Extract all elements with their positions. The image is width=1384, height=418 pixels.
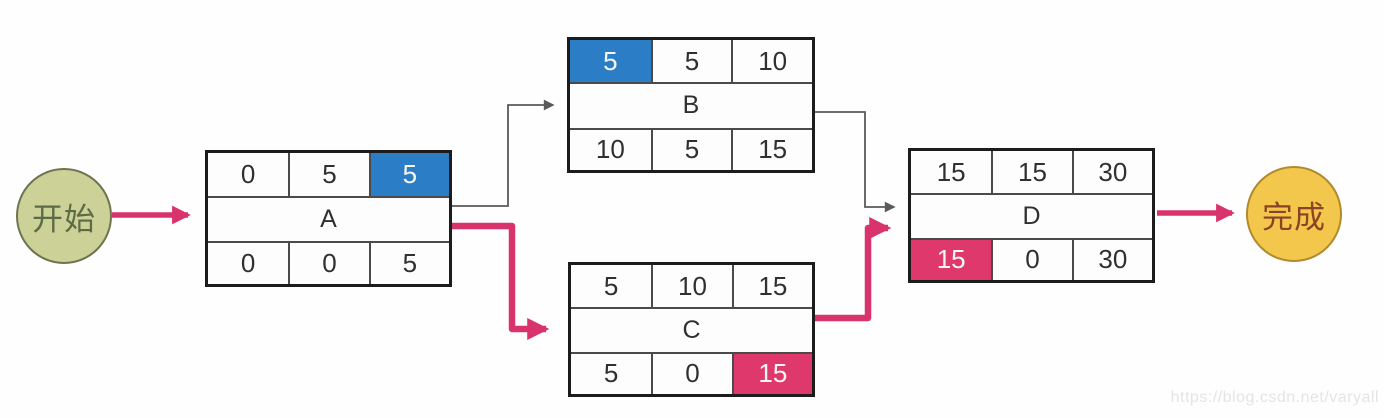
slack-cell: 0 <box>288 243 368 284</box>
early-start-cell: 0 <box>240 158 256 189</box>
late-start-cell: 5 <box>603 358 619 389</box>
activity-node-d: 15 15 30 D 15 0 30 <box>908 148 1155 283</box>
late-row: 5 0 15 <box>571 351 812 394</box>
start-node-label: 开始 <box>32 201 96 238</box>
activity-label-row: B <box>570 82 812 127</box>
edge-a-to-b <box>452 99 555 207</box>
late-start-cell: 0 <box>240 248 256 279</box>
activity-label: D <box>1022 201 1041 230</box>
edge-c-to-d <box>815 216 892 322</box>
activity-label-row: A <box>208 195 449 241</box>
late-row: 0 0 5 <box>208 241 449 284</box>
finish-node-label: 完成 <box>1262 199 1326 236</box>
early-start-cell-highlighted: 5 <box>570 40 651 83</box>
late-finish-cell: 15 <box>731 129 812 170</box>
slack-cell: 5 <box>650 129 732 170</box>
duration-cell: 15 <box>991 151 1071 194</box>
early-row: 5 10 15 <box>571 265 812 308</box>
activity-node-c: 5 10 15 C 5 0 15 <box>568 262 815 397</box>
early-start-cell: 15 <box>936 156 966 187</box>
activity-label: A <box>320 204 337 233</box>
late-start-cell: 10 <box>595 134 625 165</box>
duration-cell: 5 <box>650 40 732 83</box>
slack-cell: 0 <box>991 239 1071 280</box>
activity-label-row: C <box>571 307 812 352</box>
slack-cell: 0 <box>651 353 731 394</box>
duration-cell: 5 <box>288 153 368 196</box>
early-finish-cell: 30 <box>1071 151 1152 194</box>
edge-b-to-d <box>815 111 896 213</box>
activity-label-row: D <box>911 193 1152 238</box>
early-row: 0 5 5 <box>208 153 449 196</box>
early-row: 15 15 30 <box>911 151 1152 194</box>
start-node: 开始 <box>16 168 112 264</box>
activity-label: C <box>682 315 701 344</box>
activity-node-b: 5 5 10 B 10 5 15 <box>567 37 815 173</box>
activity-label: B <box>682 91 700 120</box>
late-row: 15 0 30 <box>911 237 1152 280</box>
late-start-cell-highlighted: 15 <box>911 239 992 280</box>
activity-node-a: 0 5 5 A 0 0 5 <box>205 150 452 287</box>
early-finish-cell: 15 <box>731 265 812 308</box>
late-finish-cell-highlighted: 15 <box>731 353 812 394</box>
late-finish-cell: 5 <box>368 243 449 284</box>
late-finish-cell: 30 <box>1071 239 1152 280</box>
edge-a-to-c <box>452 222 550 341</box>
early-row: 5 5 10 <box>570 40 812 83</box>
duration-cell: 10 <box>651 265 731 308</box>
finish-node: 完成 <box>1246 166 1342 262</box>
late-row: 10 5 15 <box>570 127 812 170</box>
early-start-cell: 5 <box>603 270 619 301</box>
early-finish-cell: 10 <box>731 40 812 83</box>
watermark-text: https://blog.csdn.net/varyall <box>1170 389 1379 406</box>
early-finish-cell-highlighted: 5 <box>368 153 449 196</box>
